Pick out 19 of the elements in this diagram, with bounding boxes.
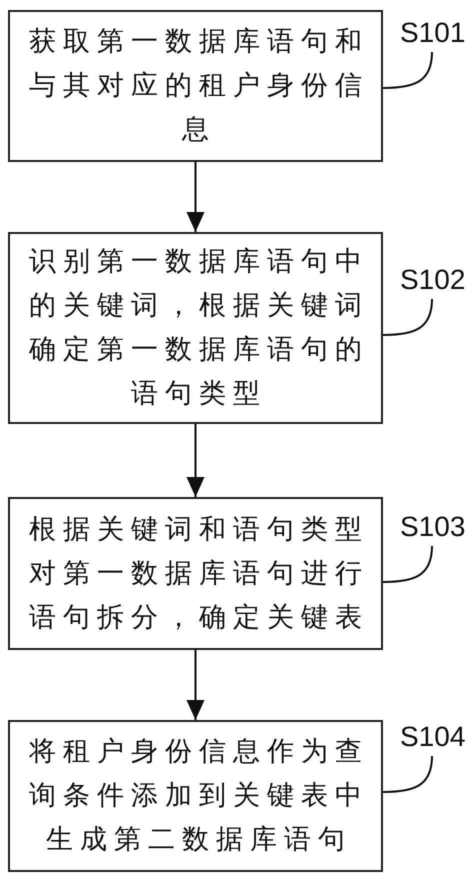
- arrow: [186, 424, 204, 497]
- process-box: [8, 720, 383, 872]
- step-number: S102: [400, 265, 466, 295]
- step-text: 获取第一数据库语句和与其对应的租户身份信息: [28, 25, 370, 147]
- step-text: 根据关键词和语句类型对第一数据库语句进行语句拆分，确定关键表: [28, 512, 370, 634]
- process-box: [8, 497, 383, 650]
- leader-line: [382, 756, 433, 793]
- arrow: [186, 650, 204, 720]
- leader-line: [382, 298, 433, 336]
- leader-line: [382, 546, 433, 583]
- arrow: [186, 162, 204, 232]
- process-box: [8, 10, 383, 162]
- step-number: S101: [400, 18, 466, 48]
- leader-line: [382, 52, 433, 89]
- step-text: 识别第一数据库语句中的关键词，根据关键词确定第一数据库语句的语句类型: [28, 245, 370, 411]
- process-box: [8, 232, 383, 424]
- step-number: S103: [400, 512, 466, 542]
- step-text: 将租户身份信息作为查询条件添加到关键表中生成第二数据库语句: [28, 735, 370, 857]
- step-number: S104: [400, 722, 466, 752]
